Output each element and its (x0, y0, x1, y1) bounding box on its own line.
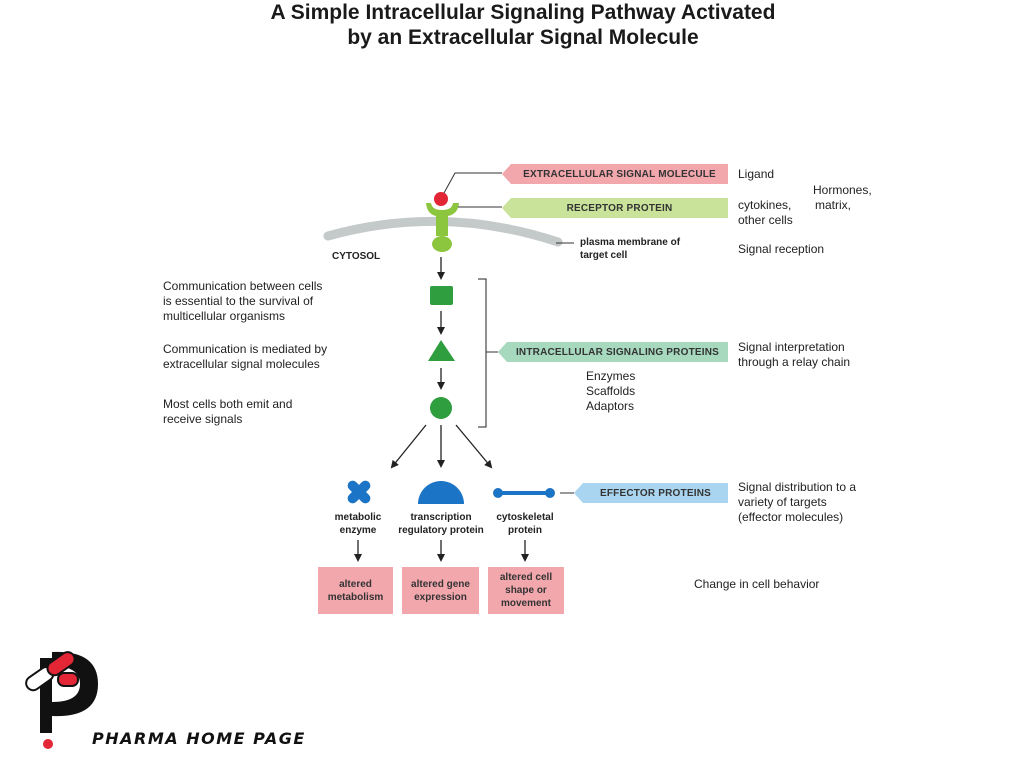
transcription-protein-label: transcription regulatory protein (376, 511, 506, 537)
hormones-note: Hormones, matrix, (813, 183, 872, 213)
intracellular-signaling-banner: INTRACELLULAR SIGNALING PROTEINS (515, 346, 720, 358)
left-note-emit-receive: Most cells both emit and receive signals (163, 397, 292, 427)
change-in-behavior-note: Change in cell behavior (694, 577, 820, 591)
relay-chain-bracket (478, 278, 487, 428)
signaling-protein-square (430, 286, 453, 305)
signal-reception-note: Signal reception (738, 242, 825, 256)
relay-components-note: Enzymes Scaffolds Adaptors (586, 369, 635, 414)
outcome-line: movement (500, 598, 551, 609)
outcome-line: altered (339, 578, 372, 590)
cytoskeletal-protein-shape (493, 488, 555, 498)
signal-distribution-line: (effector molecules) (738, 510, 844, 524)
arrow-to-cytoskeletal-protein (455, 424, 493, 469)
left-note-communication: Communication between cells is essential… (163, 279, 322, 324)
plasma-membrane-label: plasma membrane of target cell (580, 236, 680, 262)
left-note-line: receive signals (163, 412, 243, 426)
left-note-line: Communication between cells (163, 279, 323, 293)
diagram-title: A Simple Intracellular Signaling Pathway… (0, 0, 1024, 50)
signal-interpretation-note: Signal interpretation through a relay ch… (738, 340, 850, 370)
outcome-altered-metabolism: altered metabolism (318, 567, 393, 614)
effector-label-line: cytoskeletal (496, 512, 554, 523)
plasma-membrane-line: plasma membrane of (580, 237, 681, 248)
relay-component: Enzymes (586, 369, 636, 383)
effector-proteins-banner: EFFECTOR PROTEINS (599, 487, 711, 499)
pharma-logo (25, 651, 98, 749)
effector-label-line: protein (508, 525, 542, 536)
outcome-line: altered gene (411, 578, 470, 590)
signal-distribution-line: Signal distribution to a (738, 480, 857, 494)
ligand-molecule (434, 192, 448, 206)
metabolic-enzyme-shape (347, 480, 371, 504)
left-note-mediated: Communication is mediated by extracellul… (163, 342, 327, 372)
extracellular-signal-banner: EXTRACELLULAR SIGNAL MOLECULE (523, 168, 716, 180)
receptor-protein-banner: RECEPTOR PROTEIN (566, 202, 673, 214)
signal-interpretation-line: through a relay chain (738, 355, 851, 369)
left-note-line: Communication is mediated by (163, 342, 328, 356)
title-line-1: A Simple Intracellular Signaling Pathway… (270, 1, 776, 24)
hormones-note-line: matrix, (815, 198, 851, 212)
plasma-membrane-line: target cell (580, 250, 628, 261)
signal-interpretation-line: Signal interpretation (738, 340, 845, 354)
signaling-protein-circle (430, 397, 452, 419)
outcome-line: shape or (505, 585, 547, 596)
effector-label-line: enzyme (339, 525, 377, 536)
cytokines-note-line: cytokines, (738, 198, 792, 212)
left-note-line: multicellular organisms (163, 309, 286, 323)
title-line-2: by an Extracellular Signal Molecule (347, 26, 699, 49)
effector-label-line: regulatory protein (398, 525, 484, 536)
outcome-line: metabolism (327, 591, 384, 603)
left-note-line: Most cells both emit and (163, 397, 293, 411)
transcription-protein-shape (418, 481, 464, 504)
signal-distribution-line: variety of targets (738, 495, 827, 509)
intracellular-banner-shape (498, 342, 728, 362)
signal-distribution-note: Signal distribution to a variety of targ… (738, 480, 856, 525)
outcome-line: altered cell (499, 572, 553, 583)
outcome-altered-gene-expression: altered gene expression (402, 567, 479, 614)
outcome-altered-cell-shape: altered cell shape or movement (488, 567, 564, 614)
cytosol-label: CYTOSOL (332, 251, 381, 262)
ligand-pointer (443, 172, 502, 194)
arrow-to-metabolic-enzyme (390, 424, 427, 469)
hormones-note-line: Hormones, (813, 183, 872, 197)
effector-banner-shape (574, 483, 728, 503)
left-note-line: is essential to the survival of (163, 294, 314, 308)
receptor-banner-shape (502, 198, 728, 218)
relay-component: Scaffolds (586, 384, 636, 398)
extracellular-banner-shape (502, 164, 728, 184)
outcome-line: expression (414, 591, 467, 603)
effector-label-line: metabolic (334, 512, 382, 523)
signaling-protein-triangle (428, 340, 455, 361)
relay-component: Adaptors (586, 399, 635, 413)
metabolic-enzyme-label: metabolic enzyme (318, 511, 398, 537)
left-note-line: extracellular signal molecules (163, 357, 320, 371)
cytokines-note-line: other cells (738, 213, 793, 227)
cytoskeletal-protein-label: cytoskeletal protein (485, 511, 565, 537)
receptor-protein-shape (426, 203, 459, 252)
effector-label-line: transcription (410, 512, 472, 523)
cytokines-note: cytokines, other cells (738, 198, 793, 228)
ligand-note: Ligand (738, 167, 775, 181)
brand-name: PHARMA HOME PAGE (92, 729, 306, 748)
